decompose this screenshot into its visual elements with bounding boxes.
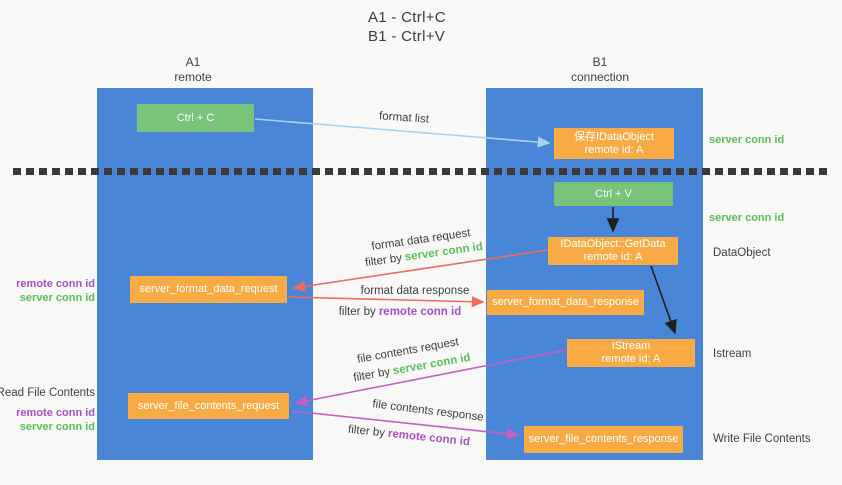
server-conn-id-text: server conn id: [19, 292, 95, 304]
annotation-read-file-contents: Read File Contents: [0, 387, 95, 399]
column-b1-name: B1: [592, 55, 608, 69]
annotation-dataobject: DataObject: [713, 247, 771, 259]
annotation-paste-server-conn-id: server conn id: [709, 212, 785, 224]
ctrl-v-label: Ctrl + V: [595, 187, 632, 200]
file-response-label: server_file_contents_response: [528, 433, 679, 445]
node-server-format-data-response: server_format_data_response: [487, 290, 644, 315]
filter-by-text: filter by: [338, 306, 376, 318]
getdata-line1: IDataObject::GetData: [560, 238, 666, 250]
annotation-write-file-contents: Write File Contents: [713, 433, 811, 445]
edge-label-format-list: format list: [378, 110, 430, 126]
node-server-format-data-request: server_format_data_request: [130, 276, 287, 303]
node-istream: IStream remote id: A: [567, 339, 695, 367]
save-dataobject-line2: remote id: A: [584, 143, 644, 156]
save-dataobject-line1: 保存IDataObject: [573, 130, 655, 143]
title-line-copy: A1 - Ctrl+C: [368, 9, 446, 26]
remote-conn-id-text: remote conn id: [16, 278, 95, 290]
format-response-label: server_format_data_response: [492, 296, 639, 308]
istream-line1: IStream: [611, 340, 651, 352]
remote-conn-id-text: remote conn id: [16, 407, 95, 419]
getdata-line2: remote id: A: [583, 251, 643, 263]
annotation-file-conn-ids: remote conn id server conn id: [16, 406, 95, 434]
arrow-format-data-response: [287, 296, 485, 308]
column-header-b1: B1 connection: [530, 55, 670, 85]
ctrl-c-label: Ctrl + C: [176, 111, 215, 124]
filter-by-text: filter by: [347, 423, 386, 440]
edge-label-file-contents-response: file contents response: [371, 398, 485, 424]
node-ctrl-v: Ctrl + V: [554, 182, 673, 206]
node-ctrl-c: Ctrl + C: [137, 104, 254, 132]
annotation-format-conn-ids: remote conn id server conn id: [16, 277, 95, 305]
remote-conn-id-key: remote conn id: [378, 306, 462, 318]
annotation-istream: Istream: [713, 348, 752, 360]
node-server-file-contents-response: server_file_contents_response: [524, 426, 683, 453]
node-save-dataobject: 保存IDataObject remote id: A: [554, 128, 674, 159]
column-a1-role: remote: [174, 70, 212, 84]
filter-by-text: filter by: [352, 365, 392, 385]
annotation-save-server-conn-id: server conn id: [709, 134, 785, 146]
node-server-file-contents-request: server_file_contents_request: [128, 393, 289, 419]
column-b1-role: connection: [570, 70, 630, 84]
istream-line2: remote id: A: [601, 353, 661, 365]
edge-label-format-data-response: format data response: [360, 285, 470, 297]
filter-by-text: filter by: [364, 252, 403, 270]
remote-conn-id-key: remote conn id: [387, 427, 471, 449]
diagram-title: A1 - Ctrl+C B1 - Ctrl+V: [368, 8, 446, 46]
title-line-paste: B1 - Ctrl+V: [368, 28, 446, 45]
column-a1-name: A1: [185, 55, 201, 69]
format-request-label: server_format_data_request: [139, 283, 278, 295]
file-request-label: server_file_contents_request: [137, 399, 280, 412]
node-idataobject-getdata: IDataObject::GetData remote id: A: [548, 237, 678, 265]
server-conn-id-text: server conn id: [19, 421, 95, 433]
column-header-a1: A1 remote: [123, 55, 263, 85]
session-divider-line: [13, 168, 829, 175]
